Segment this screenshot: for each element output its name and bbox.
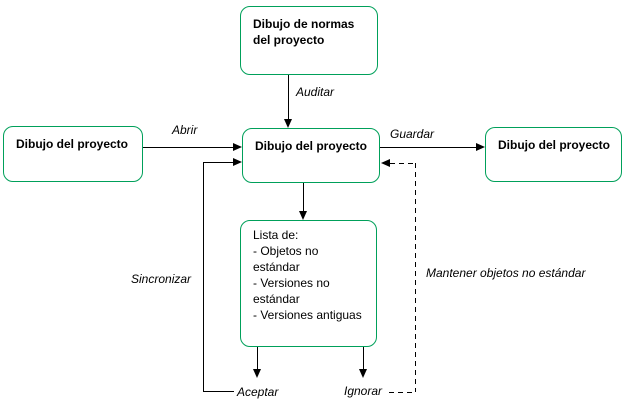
- edge-label-aceptar: Aceptar: [237, 385, 279, 399]
- node-label: Dibujo de normas del proyecto: [253, 17, 355, 47]
- connector-auditar-line: [288, 75, 289, 119]
- arrowhead-center-to-lista: [299, 211, 307, 220]
- connector-mantener-bottom-dashed: [389, 392, 416, 393]
- arrowhead-mantener: [381, 159, 390, 167]
- node-label: Dibujo del proyecto: [255, 139, 368, 153]
- arrowhead-auditar: [284, 119, 292, 128]
- node-label: Dibujo del proyecto: [16, 137, 129, 151]
- node-dibujo-proyecto-origen: Dibujo del proyecto: [3, 126, 143, 182]
- edge-label-sincronizar: Sincronizar: [131, 272, 192, 286]
- arrowhead-abrir: [233, 143, 242, 151]
- edge-label-mantener: Mantener objetos no estándar: [426, 266, 586, 280]
- arrowhead-ignorar: [359, 369, 367, 378]
- connector-aceptar-line: [257, 347, 258, 369]
- connector-center-to-lista-line: [303, 183, 304, 211]
- node-label: Dibujo del proyecto: [498, 138, 611, 152]
- lista-line: - Versiones antiguas: [253, 308, 362, 322]
- edge-label-ignorar: Ignorar: [344, 384, 383, 398]
- lista-line: - Objetos no estándar: [253, 244, 319, 274]
- lista-line: Lista de:: [253, 228, 299, 242]
- node-dibujo-proyecto-actual: Dibujo del proyecto: [242, 128, 380, 183]
- edge-label-auditar: Auditar: [296, 85, 335, 99]
- edge-label-abrir: Abrir: [172, 123, 198, 137]
- connector-mantener-vertical-dashed: [415, 163, 416, 392]
- node-dibujo-proyecto-guardado: Dibujo del proyecto: [485, 127, 622, 182]
- node-dibujo-normas-proyecto: Dibujo de normas del proyecto: [240, 6, 378, 75]
- connector-mantener-entry-dashed: [390, 163, 415, 164]
- connector-ignorar-line: [363, 347, 364, 369]
- node-lista-objetos: Lista de: - Objetos no estándar - Versio…: [240, 220, 377, 347]
- connector-sincronizar-bottom-line: [203, 391, 234, 392]
- connector-abrir-line: [143, 147, 233, 148]
- edge-label-guardar: Guardar: [390, 127, 435, 141]
- connector-sincronizar-entry-line: [203, 162, 233, 163]
- lista-line: - Versiones no estándar: [253, 276, 330, 306]
- node-lista-content: Lista de: - Objetos no estándar - Versio…: [241, 221, 376, 323]
- arrowhead-guardar: [476, 143, 485, 151]
- arrowhead-sincronizar: [233, 158, 242, 166]
- connector-guardar-line: [380, 147, 476, 148]
- connector-sincronizar-vertical-line: [203, 162, 204, 391]
- arrowhead-aceptar: [253, 369, 261, 378]
